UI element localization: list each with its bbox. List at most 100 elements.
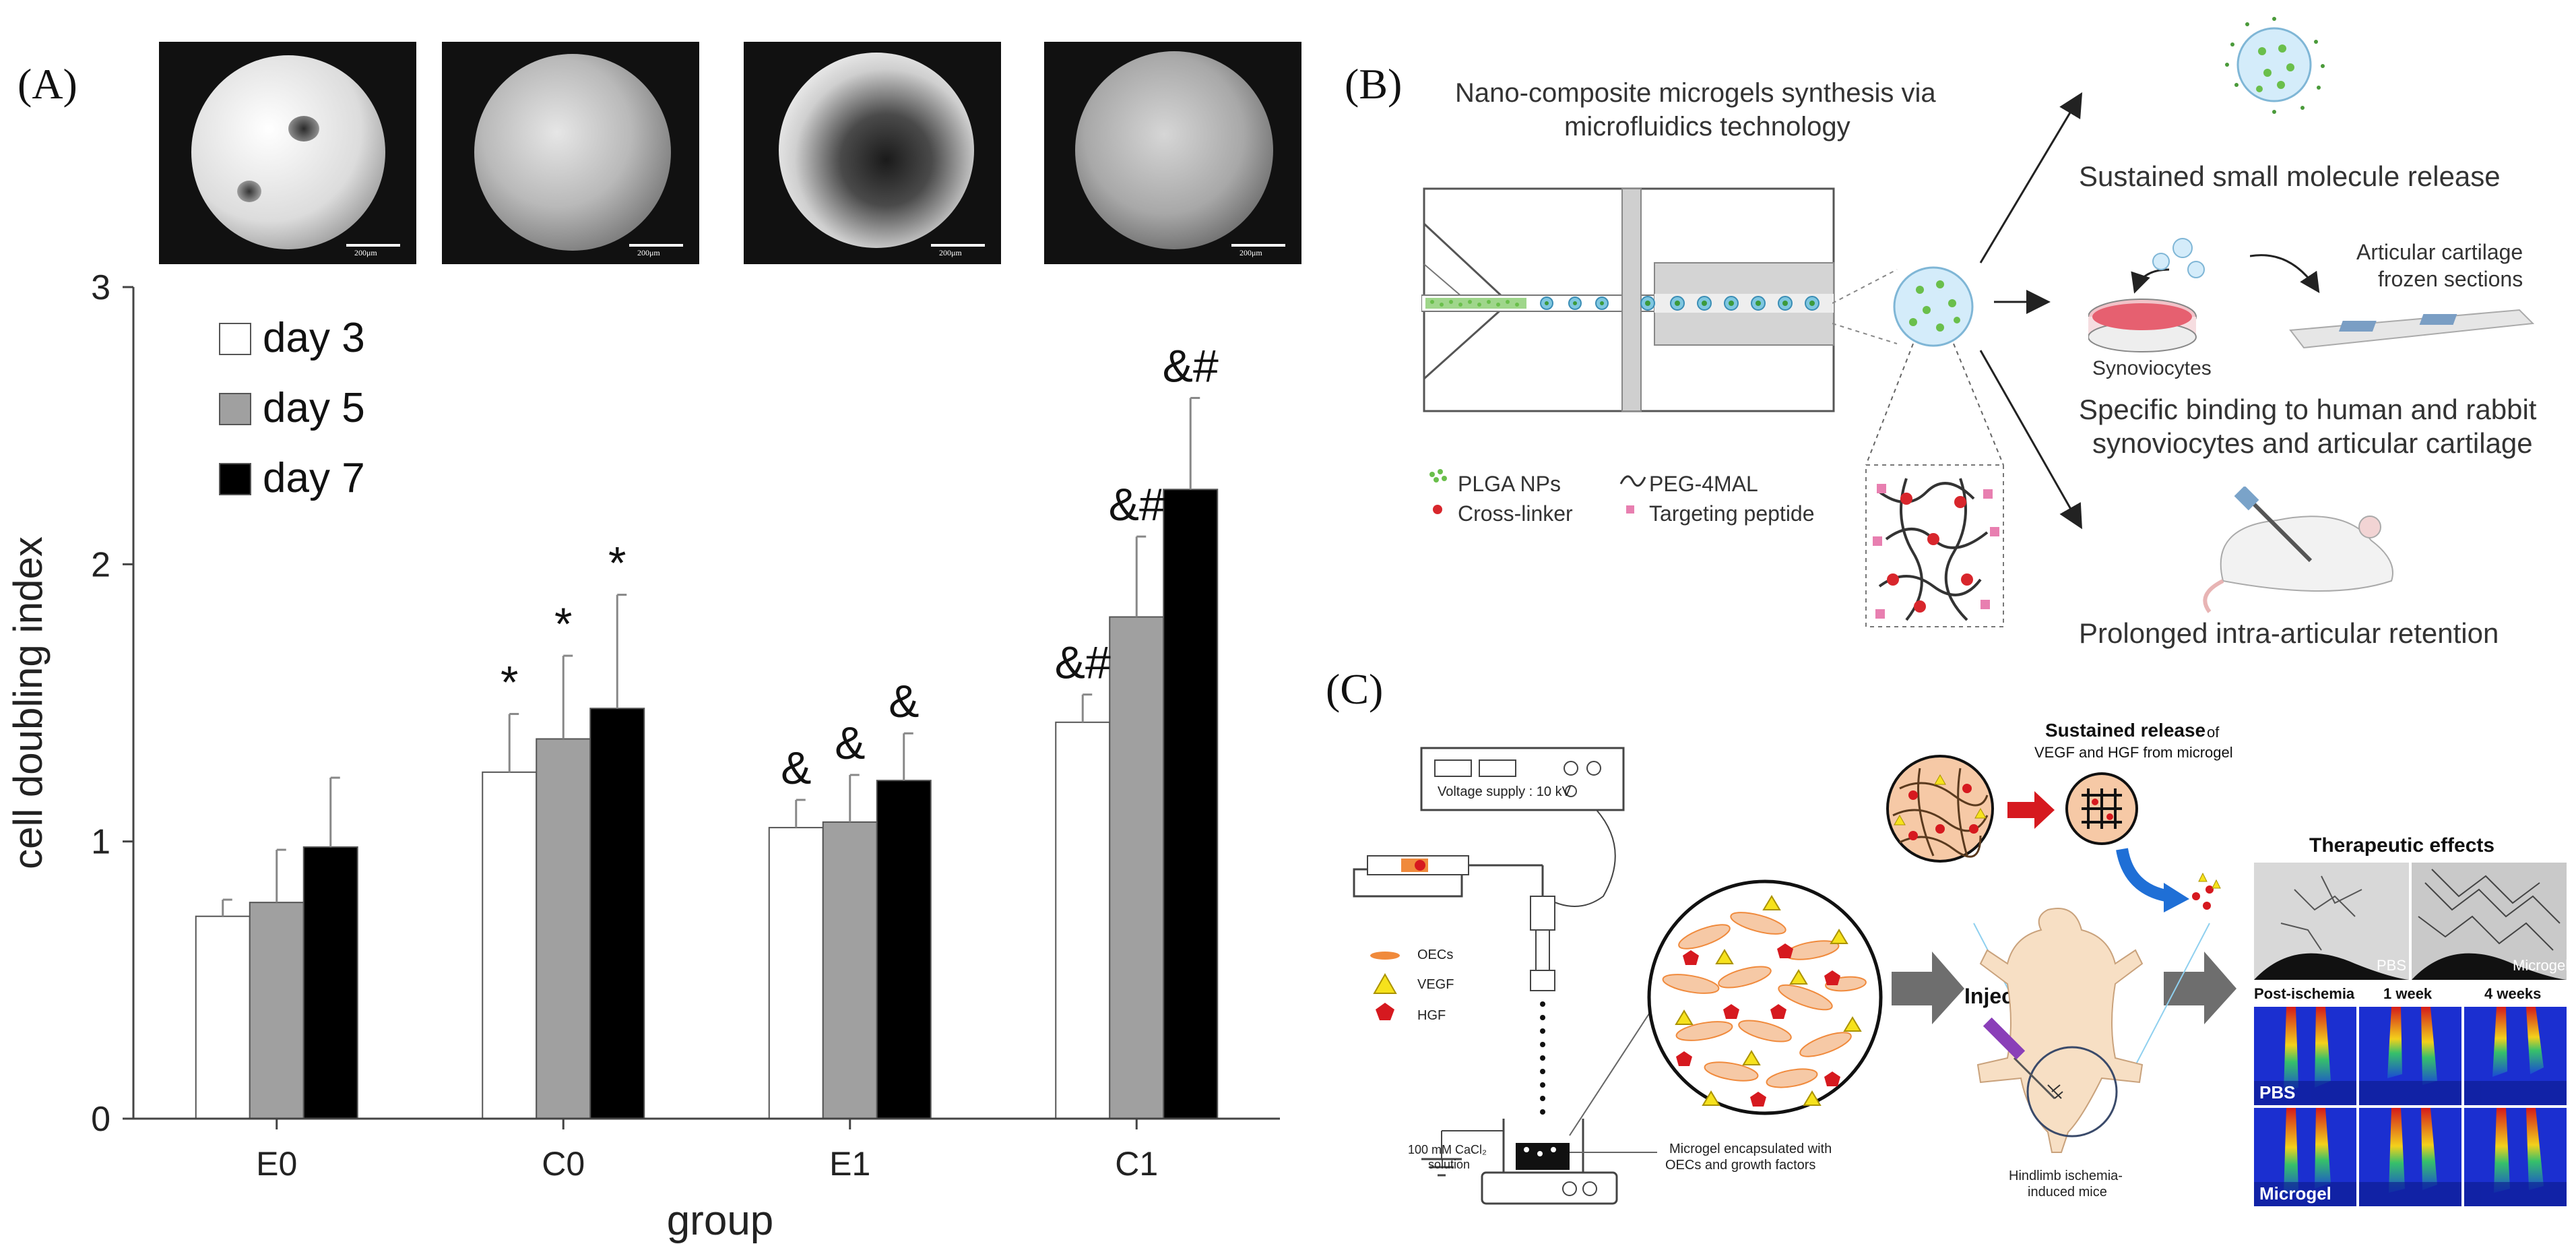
legend-swatch xyxy=(219,463,251,495)
legend-swatch xyxy=(219,393,251,425)
time-post-ischemia: Post-ischemia xyxy=(2254,985,2355,1002)
cacl2-label-line1: 100 mM CaCl₂ xyxy=(1408,1143,1487,1156)
outcome-specific-binding-line2: synoviocytes and articular cartilage xyxy=(2092,427,2533,459)
sustained-release-bold: Sustained release xyxy=(2045,720,2206,741)
legend-peg-4mal: PEG-4MAL xyxy=(1649,472,1758,496)
significance-mark: * xyxy=(608,538,626,589)
row-label-microgel: Microgel xyxy=(2259,1183,2331,1204)
microgel-cells-zoom xyxy=(1647,879,1883,1115)
micrograph-pbs xyxy=(2254,863,2409,980)
bar-C0-day-5 xyxy=(536,738,591,1119)
significance-mark: & xyxy=(781,743,811,794)
row-label-pbs: PBS xyxy=(2259,1082,2296,1102)
sem-image-e0: 200μm xyxy=(159,42,416,264)
time-4-weeks: 4 weeks xyxy=(2484,985,2542,1002)
panel-b-title-line1: Nano-composite microgels synthesis via xyxy=(1455,78,1936,108)
outcome-prolonged-retention: Prolonged intra-articular retention xyxy=(2079,617,2499,649)
significance-mark: * xyxy=(501,656,518,708)
panel-c-label: (C) xyxy=(1326,665,1384,713)
y-tick-label: 3 xyxy=(91,268,110,307)
time-1-week: 1 week xyxy=(2383,985,2433,1002)
sem-image-c1: 200μm xyxy=(1044,42,1301,264)
label-synoviocytes: Synoviocytes xyxy=(2092,357,2212,379)
legend-swatch xyxy=(219,323,251,355)
droplets xyxy=(1430,296,1820,311)
voltage-supply-label: Voltage supply : 10 kV xyxy=(1438,784,1571,799)
x-tick-label: E0 xyxy=(256,1145,297,1183)
hindlimb-label-line2: induced mice xyxy=(2028,1185,2107,1200)
legend-crosslinker: Cross-linker xyxy=(1458,501,1573,526)
significance-mark: &# xyxy=(1055,637,1111,689)
outcome-specific-binding-line1: Specific binding to human and rabbit xyxy=(2079,394,2537,425)
therapeutic-effects-title: Therapeutic effects xyxy=(2309,834,2495,857)
significance-mark: * xyxy=(554,598,572,650)
bar-C0-day-3 xyxy=(482,771,538,1119)
label-frozen-sections: frozen sections xyxy=(2378,267,2523,291)
bar-E1-day-7 xyxy=(876,780,932,1119)
rat-icon xyxy=(2203,487,2393,613)
sem-scale-label: 200μm xyxy=(939,248,962,257)
legend-targeting-peptide: Targeting peptide xyxy=(1649,501,1815,526)
sustained-release-line2: VEGF and HGF from microgel xyxy=(2034,744,2233,761)
bar-C1-day-3 xyxy=(1055,721,1111,1119)
y-tick-label: 2 xyxy=(91,545,110,584)
y-tick-label: 1 xyxy=(91,823,110,862)
legend-plga-nps: PLGA NPs xyxy=(1458,472,1561,496)
micrograph-microgel-label: Microgel xyxy=(2513,957,2569,974)
bar-C1-day-5 xyxy=(1109,616,1165,1119)
bar-C1-day-7 xyxy=(1163,489,1219,1120)
x-tick-label: E1 xyxy=(829,1145,870,1183)
legend-label: day 7 xyxy=(263,455,365,501)
bar-C0-day-7 xyxy=(589,708,645,1119)
bar-E0-day-3 xyxy=(195,915,251,1120)
sem-image-c0: 200μm xyxy=(442,42,699,264)
x-tick-label: C0 xyxy=(542,1145,585,1183)
release-sphere-icon xyxy=(2225,17,2325,114)
hindlimb-label-line1: Hindlimb ischemia- xyxy=(2009,1169,2123,1183)
outcome-sustained-release: Sustained small molecule release xyxy=(2079,160,2501,192)
panel-b-arrows xyxy=(1979,92,2083,530)
legend-vegf: VEGF xyxy=(1417,977,1454,992)
gray-arrow-1 xyxy=(1892,952,1964,1024)
bar-E1-day-3 xyxy=(768,827,824,1119)
significance-mark: & xyxy=(835,718,865,769)
panel-b-legend-symbols xyxy=(1429,469,1646,514)
encapsulated-label-line2: OECs and growth factors xyxy=(1665,1158,1816,1173)
label-articular-cartilage: Articular cartilage xyxy=(2356,240,2523,264)
bar-E1-day-5 xyxy=(822,821,878,1120)
legend-oecs: OECs xyxy=(1417,947,1454,962)
gray-arrow-2 xyxy=(2164,952,2236,1024)
panel-b-title-line2: microfluidics technology xyxy=(1564,112,1850,142)
encapsulated-label-line1: Microgel encapsulated with xyxy=(1669,1142,1832,1156)
significance-mark: &# xyxy=(1109,479,1165,530)
panel-b-label: (B) xyxy=(1345,60,1403,108)
sem-image-e1: 200μm xyxy=(744,42,1001,264)
y-axis-title: cell doubling index xyxy=(5,536,51,869)
sem-scale-label: 200μm xyxy=(1239,248,1262,257)
sem-scale-label: 200μm xyxy=(354,248,377,257)
x-axis-title: group xyxy=(667,1198,774,1244)
electrospray-setup xyxy=(1353,747,1657,1205)
mouse-diagram xyxy=(1976,908,2144,1153)
petri-dish-icon xyxy=(2088,238,2205,352)
bar-E0-day-5 xyxy=(249,902,304,1119)
legend-hgf: HGF xyxy=(1417,1008,1446,1023)
y-tick-label: 0 xyxy=(91,1100,110,1139)
sustained-release-of: of xyxy=(2207,724,2220,741)
cacl2-label-line2: solution xyxy=(1428,1158,1471,1171)
micrograph-microgel xyxy=(2412,863,2567,980)
sustained-release-graphic xyxy=(1886,755,2221,1078)
bar-E0-day-7 xyxy=(302,846,358,1119)
microgel-diagram xyxy=(1832,266,2004,627)
legend-label: day 3 xyxy=(263,315,365,361)
legend-label: day 5 xyxy=(263,385,365,431)
significance-mark: & xyxy=(889,676,919,727)
panel-a-label: (A) xyxy=(18,60,77,108)
sem-scale-label: 200μm xyxy=(637,248,660,257)
micrograph-pbs-label: PBS xyxy=(2377,957,2407,974)
significance-mark: &# xyxy=(1163,341,1219,392)
laser-doppler-images xyxy=(2254,1007,2567,1206)
cartilage-slide-icon xyxy=(2250,254,2535,349)
x-tick-label: C1 xyxy=(1115,1145,1158,1183)
